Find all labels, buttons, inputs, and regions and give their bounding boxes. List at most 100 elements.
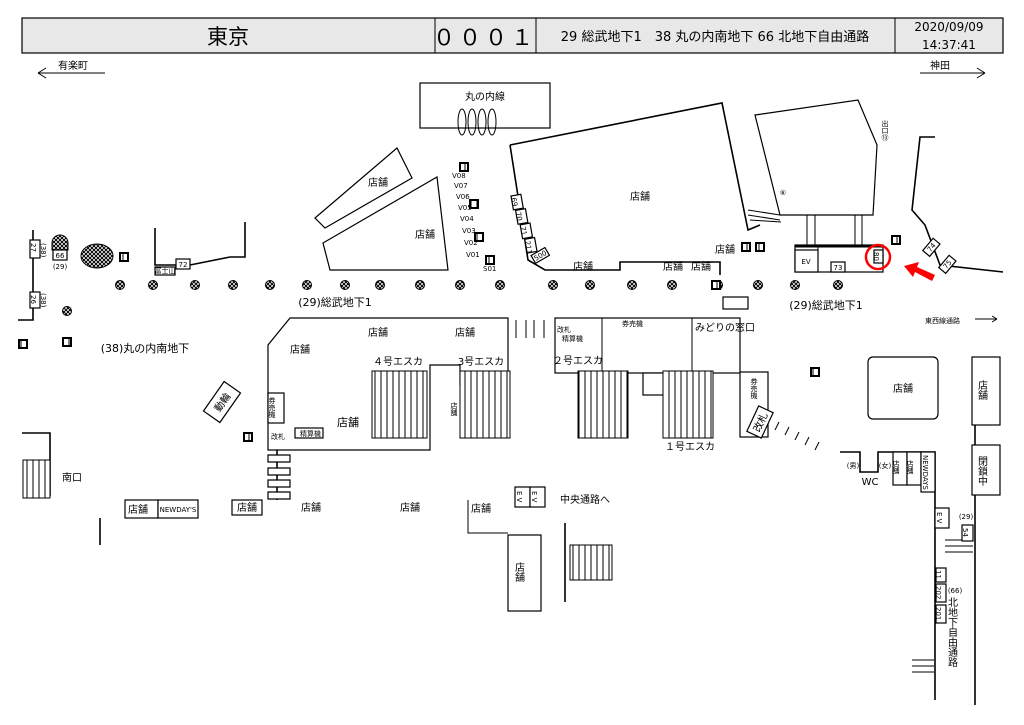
tag-80-highlighted: 80: [872, 249, 884, 264]
midori-window-label: みどりの窓口: [695, 321, 755, 334]
line-list: 29 総武地下1 38 丸の内南地下 66 北地下自由通路: [561, 29, 869, 45]
pillar-icon: [455, 280, 465, 290]
svg-text:202: 202: [934, 586, 942, 599]
marker-square-icon: [485, 255, 495, 265]
shop-label: 店舗: [337, 415, 359, 429]
escalator-4-label: ４号エスカ: [373, 356, 423, 368]
svg-text:73: 73: [834, 264, 843, 272]
tag-69: 69: [509, 197, 518, 207]
tag-v06: V06: [456, 193, 470, 201]
closed-label: 閉鎖中: [976, 456, 988, 487]
svg-text:26: 26: [29, 295, 37, 304]
date: 2020/09/09: [914, 20, 983, 34]
marunouchi-line-label: 丸の内線: [465, 90, 505, 103]
north-free-passage-label: 北地下自由通路: [946, 597, 958, 668]
svg-text:66: 66: [56, 252, 65, 260]
pillar-icon: [228, 280, 238, 290]
tag-211: 211: [523, 240, 533, 255]
direction-east: 東西線通路: [925, 315, 998, 325]
exit-6-label: ⑥: [780, 189, 786, 197]
tag-v02: V02: [464, 239, 478, 247]
marker-square-icon: [891, 235, 901, 245]
shop-label: 店舗: [906, 459, 914, 475]
tag-26: 26: [29, 291, 41, 309]
shop-label: 店舗: [455, 326, 475, 339]
shop-label: 店舗: [301, 501, 321, 514]
svg-text:80: 80: [872, 252, 880, 261]
tag-v05: V05: [458, 204, 472, 212]
ticket-machine-label: 券売機: [268, 396, 276, 419]
header-bar: 東京 ０００１ 29 総武地下1 38 丸の内南地下 66 北地下自由通路 20…: [21, 17, 1004, 54]
pillar-icon: [753, 280, 763, 290]
tag-71: 71: [519, 226, 528, 236]
escalator-3: [459, 370, 511, 439]
pillar-icon: [833, 280, 843, 290]
tag-201: 201: [934, 604, 947, 624]
tag-75: 75: [942, 259, 954, 271]
marker-square-icon: [469, 199, 479, 209]
svg-text:72: 72: [179, 261, 188, 269]
wc-women-label: (女): [879, 461, 892, 470]
pillar-icon: [585, 280, 595, 290]
direction-right: 神田: [920, 59, 986, 79]
pillar-icon: [495, 280, 505, 290]
shop-label: 店舗: [237, 501, 257, 514]
escalator-1-label: １号エスカ: [665, 441, 715, 453]
tag-fujisan: 富士山: [154, 266, 176, 276]
tag-73: 73: [830, 261, 846, 273]
marker-square-icon: [119, 252, 129, 262]
marunouchi-south-label: (38)丸の内南地下: [101, 341, 190, 355]
marker-square-icon: [810, 367, 820, 377]
shop-label: 店舗: [630, 190, 650, 203]
line-number-label: (29): [53, 263, 68, 271]
ticket-gate-label: 改札: [557, 325, 571, 334]
pillar-icon: [62, 306, 72, 316]
line-number-label: (29): [959, 513, 974, 521]
newdays-label: NEWDAYS: [921, 455, 929, 490]
shop-label: 店舗: [691, 260, 711, 273]
sobu-underground-label: (29)総武地下1: [789, 298, 863, 312]
marker-square-icon: [18, 339, 28, 349]
svg-text:11: 11: [934, 570, 942, 579]
tozai-passage-label: 東西線通路: [925, 316, 960, 325]
pillar-icon: [265, 280, 275, 290]
tag-54: 54: [961, 524, 974, 542]
pillar-icon: [790, 280, 800, 290]
map-labels: 丸の内線 店舗 店舗 店舗 店舗 店舗 店舗 店舗 (29)総武地下1 (29)…: [53, 90, 988, 668]
pillar-icon: [302, 280, 312, 290]
marker-square-icon: [243, 432, 253, 442]
tag-72: 72: [175, 258, 191, 270]
marker-square-icon: [711, 280, 721, 290]
arrow-left-icon: [37, 67, 105, 79]
shop-label: 店舗: [513, 561, 525, 583]
shop-label: 店舗: [892, 459, 900, 475]
shop-label: 店舗: [715, 243, 735, 256]
pointer-arrow-icon: [904, 262, 935, 281]
tag-v04: V04: [460, 215, 474, 223]
tag-11: 11: [934, 567, 947, 583]
tag-27: 27: [29, 239, 41, 259]
marker-square-icon: [474, 232, 484, 242]
tag-s01: S01: [483, 265, 496, 273]
shop-label: 店舗: [368, 326, 388, 339]
elevator-label: E V: [935, 512, 943, 524]
shop-label: 店舗: [976, 379, 988, 401]
shop-label: 店舗: [450, 401, 458, 417]
escalator-3-label: 3号エスカ: [458, 356, 504, 368]
pillar-icon: [548, 280, 558, 290]
marker-square-icon: [741, 242, 751, 252]
pillar-icon: [627, 280, 637, 290]
marker-square-icon: [755, 242, 765, 252]
shop-label: 店舗: [893, 382, 913, 395]
sobu-underground-label: (29)総武地下1: [298, 295, 372, 309]
arrow-right-icon: [920, 67, 986, 79]
central-passage-label: 中央通路へ: [560, 493, 610, 506]
svg-text:富士山: 富士山: [155, 266, 176, 275]
elevator-label: E V: [515, 491, 523, 503]
fare-adjust-label: 精算機: [562, 334, 583, 343]
escalators: [371, 370, 714, 439]
line-number-label: (66): [948, 587, 963, 595]
pillar-icon: [190, 280, 200, 290]
elevator-label: EV: [801, 258, 810, 266]
pillar-icon: [148, 280, 158, 290]
